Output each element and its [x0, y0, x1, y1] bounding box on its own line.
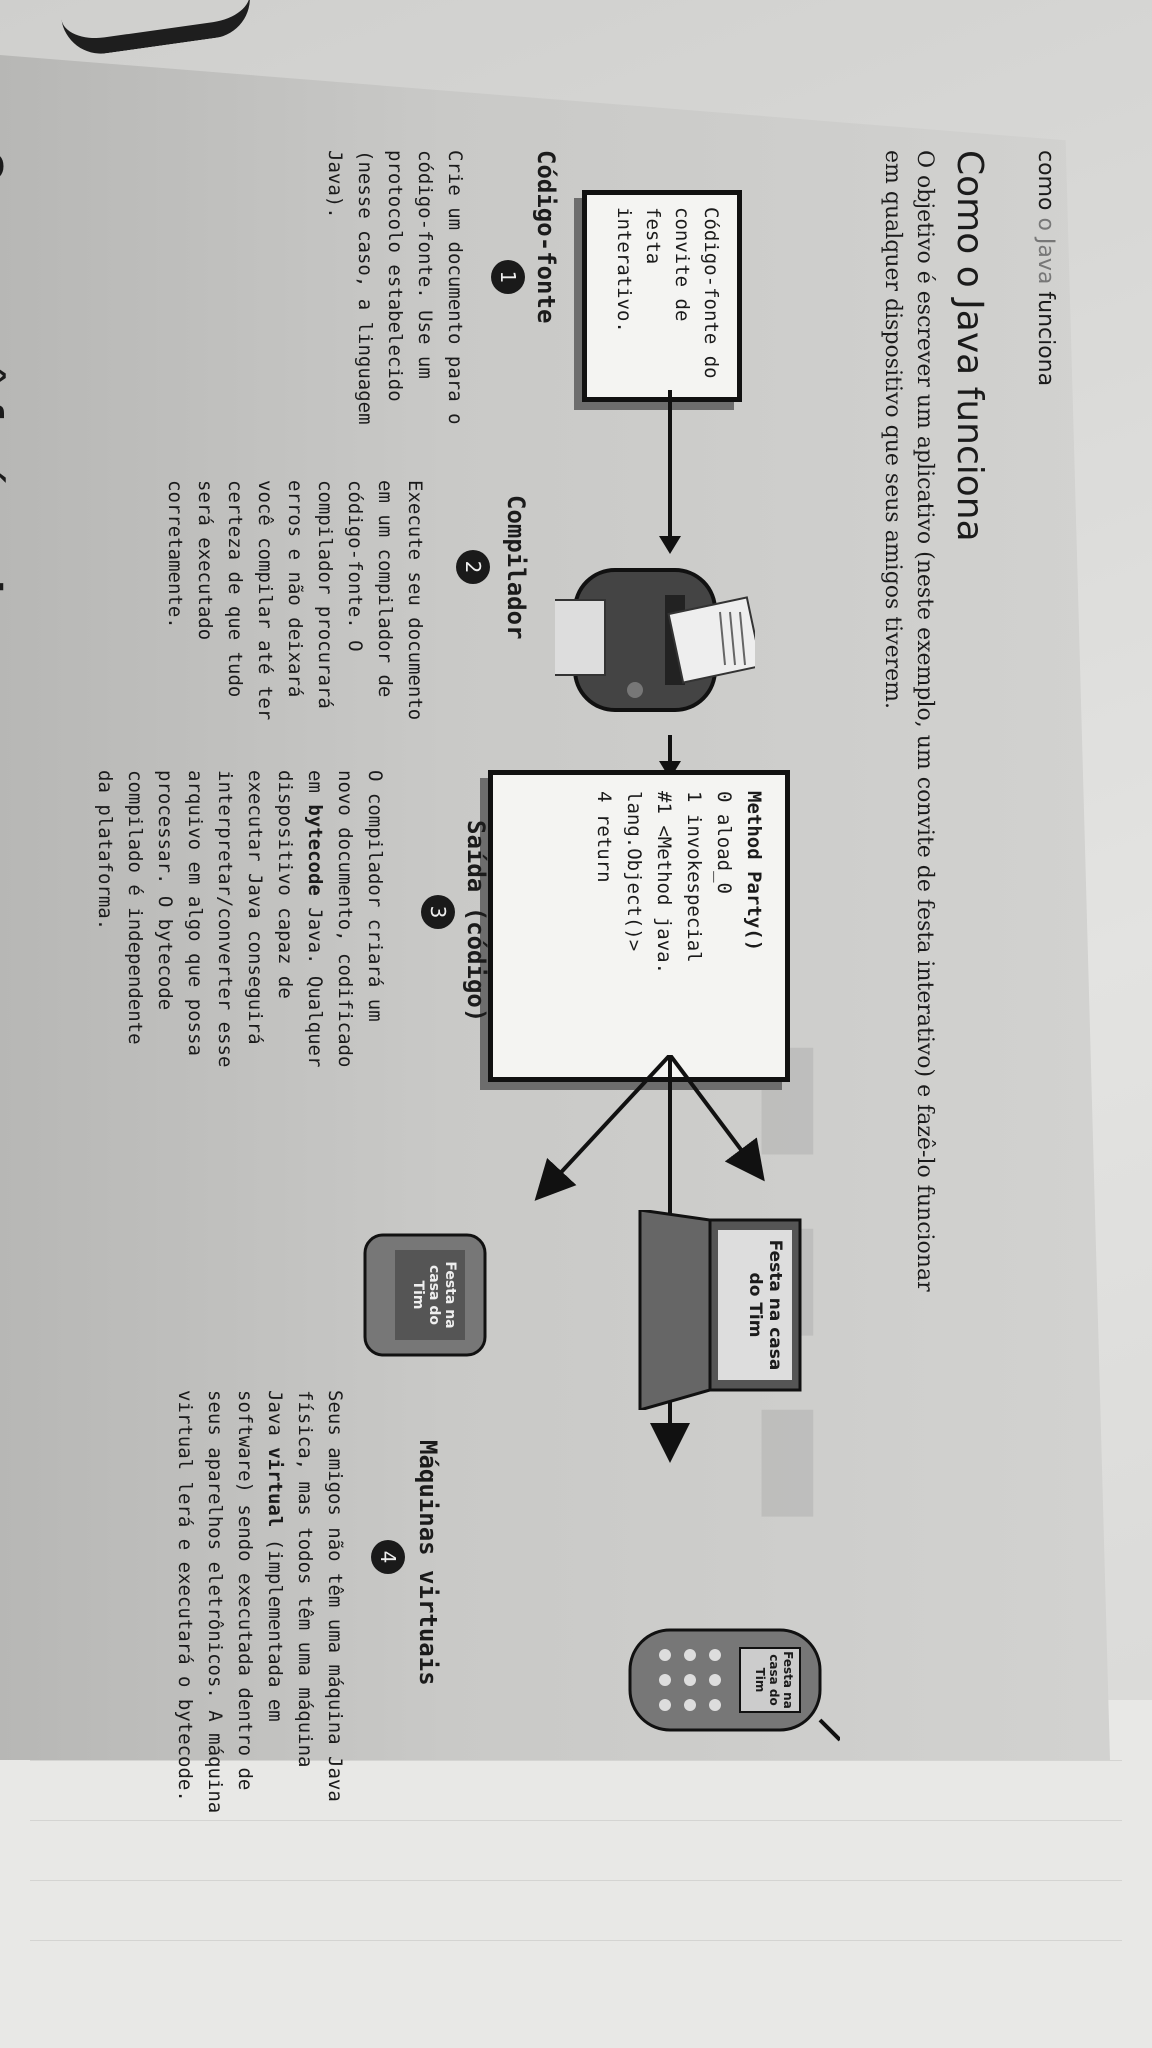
output-line: 1 invokespecial	[683, 791, 705, 963]
arrow-to-compiler	[668, 390, 672, 540]
tv-screen-text: Festa na casa do Tim	[410, 1261, 458, 1329]
step-title-1: Código-fonte	[532, 150, 560, 324]
output-line: #1 <Method java.	[653, 791, 675, 975]
tv-device: Festa na casa do Tim	[360, 1230, 490, 1360]
laptop-screen-text: Festa na casa do Tim	[745, 1239, 785, 1371]
step-body-4: Seus amigos não têm uma máquina Java fís…	[174, 1390, 346, 1814]
output-line: 0 aload_0	[713, 791, 735, 894]
next-section-heading: O que você fará em Java	[0, 150, 10, 670]
laptop-icon	[638, 1208, 802, 1412]
phone-screen-text: Festa na casa do Tim	[753, 1651, 795, 1709]
output-line: lang.Object()>	[623, 791, 645, 952]
phone-icon	[628, 1628, 842, 1742]
laptop-device: Festa na casa do Tim	[630, 1208, 810, 1412]
step-number-3: 3	[421, 895, 455, 929]
step-number-2: 2	[456, 550, 490, 584]
section-title: Como o Java funciona	[949, 150, 990, 542]
step-number-4: 4	[371, 1540, 405, 1574]
intro-paragraph: O objetivo é escrever um aplicativo (nes…	[880, 150, 937, 1292]
running-header: como o Java funciona	[1033, 150, 1058, 387]
arrow-to-output	[668, 735, 672, 765]
step-body-3: O compilador criará um novo documento, c…	[94, 770, 386, 1068]
step-body-2: Execute seu documento em um compilador d…	[164, 480, 426, 721]
output-line: 4 return	[593, 791, 615, 883]
step-title-3: Saída (código)	[462, 820, 490, 1023]
step-title-4: Máquinas virtuais	[414, 1440, 442, 1686]
bytecode-output-box: Method Party() 0 aload_0 1 invokespecial…	[488, 770, 790, 1082]
compiler-machine-icon	[555, 568, 755, 712]
source-code-box: Código-fonte do convite de festa interat…	[582, 190, 742, 402]
phone-device: Festa na casa do Tim	[620, 1610, 842, 1750]
output-method-head: Method Party()	[743, 791, 765, 952]
rotated-page-content: como o Java funciona Como o Java funcion…	[0, 150, 1090, 1910]
step-body-1: Crie um documento para o código-fonte. U…	[324, 150, 466, 425]
step-number-1: 1	[491, 260, 525, 294]
step-title-2: Compilador	[502, 495, 530, 640]
tv-icon	[363, 1233, 487, 1357]
